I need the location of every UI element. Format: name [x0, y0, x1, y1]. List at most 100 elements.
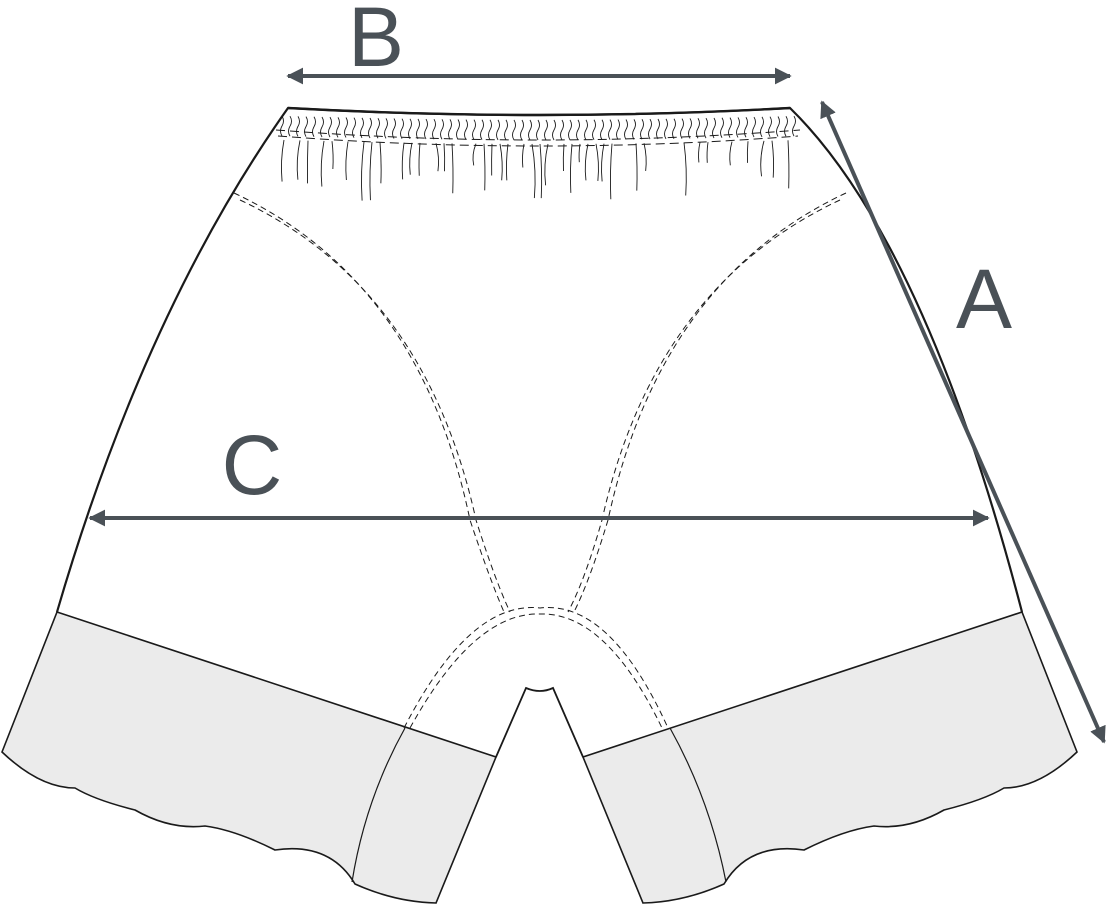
waistband-gather-fold	[304, 116, 308, 137]
waistband-gather-fold	[504, 119, 508, 141]
waistband-gather-fold	[712, 117, 716, 139]
waistband-wrinkle	[483, 143, 486, 191]
waistband-wrinkle	[595, 143, 599, 181]
crotch-seam-dashed-2	[409, 613, 663, 729]
waistband-gather-fold	[560, 119, 564, 141]
waistband-gather-fold	[392, 118, 396, 139]
right-seam-dashed	[573, 192, 847, 613]
waistband-wrinkle	[296, 140, 301, 180]
waistband-wrinkle	[369, 141, 373, 201]
waistband-gather-fold	[648, 118, 652, 140]
dimension-label-b: B	[348, 0, 404, 84]
waistband-gather-fold	[688, 118, 692, 139]
waistband-gather-fold	[528, 119, 532, 141]
waistband-gather-fold	[544, 119, 548, 141]
waistband-wrinkle	[409, 142, 413, 175]
waistband-wrinkle	[320, 140, 325, 187]
waistband-gather-fold	[296, 116, 300, 137]
waistband-wrinkle	[635, 143, 638, 191]
waistband-wrinkle	[683, 142, 687, 196]
waistband-gather-fold	[368, 117, 372, 139]
waistband-stitch-2	[277, 135, 799, 147]
right-seam-dashed-2	[567, 199, 841, 613]
waistband-gather-fold	[656, 118, 660, 140]
left-seam-dashed	[233, 192, 505, 613]
waistband-gather-fold	[440, 119, 444, 140]
waistband-edge	[287, 106, 791, 117]
waistband-wrinkle	[706, 142, 709, 163]
waistband-stitch-1	[275, 129, 801, 141]
waistband-gather-fold	[696, 118, 700, 139]
waistband-wrinkle	[499, 143, 503, 181]
waistband-gather-fold	[456, 119, 460, 140]
waistband-wrinkle	[280, 139, 285, 182]
waistband-wrinkle	[306, 140, 309, 184]
waistband-gather-fold	[584, 119, 588, 141]
waistband-gather-fold	[448, 119, 452, 140]
left-lace-panel	[1, 611, 498, 904]
waistband-gather-fold	[280, 115, 284, 137]
waistband-wrinkle	[584, 143, 589, 181]
waistband-wrinkle	[771, 140, 775, 178]
waistband-gather-fold	[704, 117, 708, 139]
waistband-wrinkle	[451, 143, 454, 194]
waistband-gather-fold	[768, 116, 772, 137]
waistband-gather-fold	[744, 117, 748, 138]
waistband-wrinkle	[539, 143, 543, 199]
waistband-wrinkle	[787, 140, 790, 189]
waistband-gather-fold	[616, 119, 620, 140]
dimension-a-arrow	[820, 100, 1106, 744]
waistband-gather-fold	[376, 117, 380, 139]
waistband-gather-fold	[680, 118, 684, 139]
waistband-wrinkle	[760, 140, 765, 177]
waistband-gather-fold	[344, 117, 348, 138]
waistband-gather-fold	[784, 116, 788, 137]
waistband-wrinkle	[698, 142, 701, 163]
waistband-gather-fold	[384, 118, 388, 139]
waistband-gather-fold	[792, 115, 796, 137]
waistband-wrinkle	[746, 141, 749, 163]
waistband-wrinkle	[379, 142, 382, 184]
waistband-gather-fold	[592, 119, 596, 141]
waistband-wrinkle	[609, 143, 613, 200]
dimension-label-a: A	[956, 252, 1012, 346]
dashed-seams	[233, 192, 847, 729]
waistband-wrinkle	[443, 143, 446, 172]
waistband-gather-fold	[400, 118, 404, 139]
waistband-wrinkle	[570, 143, 573, 193]
waistband-gather-fold	[464, 119, 468, 140]
waistband-gather-fold	[328, 116, 332, 138]
waistband-gather-fold	[416, 118, 420, 140]
waistband-gather-fold	[472, 119, 476, 140]
waistband-wrinkle	[331, 141, 334, 170]
waistband-gather-fold	[288, 115, 292, 137]
waistband-gather-fold	[568, 119, 572, 141]
waistband-wrinkle	[531, 143, 536, 199]
waistband-wrinkle	[418, 142, 421, 176]
left-lace-seam	[351, 727, 406, 883]
waistband-gather-fold	[520, 119, 524, 141]
waistband-wrinkle	[729, 141, 733, 166]
left-seam-dashed-2	[239, 199, 511, 613]
waistband-gather-fold	[480, 119, 484, 140]
right-lace-seam	[669, 727, 727, 883]
waistband-gather-fold	[576, 119, 580, 141]
waistband-gather-fold	[736, 117, 740, 138]
crotch-seam-dashed	[403, 607, 669, 729]
waistband-wrinkle	[435, 143, 440, 172]
waistband-gather-fold	[608, 119, 612, 140]
waistband-wrinkle	[401, 142, 405, 180]
waistband-gather-fold	[752, 116, 756, 138]
waistband-wrinkle	[601, 143, 605, 182]
shorts-body	[57, 108, 1022, 903]
waistband-gather-fold	[512, 119, 516, 141]
waistband-gather-fold	[600, 119, 604, 140]
waistband-gather-fold	[408, 118, 412, 140]
waistband-gather-fold	[432, 118, 436, 140]
waistband-wrinkle	[361, 141, 365, 201]
waistband-gather-fold	[640, 119, 644, 140]
waistband-wrinkle	[345, 141, 349, 181]
waistband-wrinkle	[544, 143, 549, 186]
waistband-gather-fold	[552, 119, 556, 141]
